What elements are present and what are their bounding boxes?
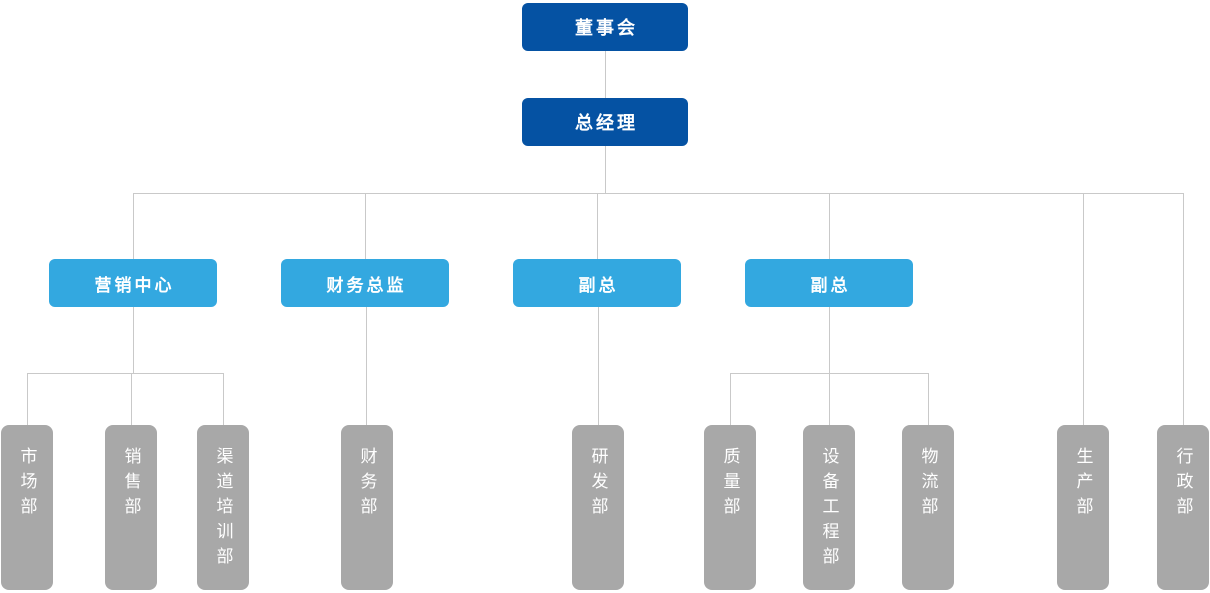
- node-dept-channel-training: 渠道培训部: [197, 425, 249, 590]
- node-dept-equipment-engineering: 设备工程部: [803, 425, 855, 590]
- connector-line: [829, 307, 830, 373]
- node-dept-production: 生产部: [1057, 425, 1109, 590]
- node-marketing-center: 营销中心: [49, 259, 217, 307]
- node-dept-rnd-label: 研发部: [588, 447, 608, 522]
- node-general-manager-label: 总经理: [575, 113, 638, 133]
- connector-line: [365, 193, 366, 259]
- node-dept-quality: 质量部: [704, 425, 756, 590]
- node-dept-production-label: 生产部: [1073, 447, 1093, 522]
- node-general-manager: 总经理: [522, 98, 688, 146]
- connector-line: [1083, 193, 1084, 425]
- node-vp-1-label: 副总: [578, 275, 619, 295]
- connector-line: [829, 193, 830, 259]
- connector-line: [730, 373, 731, 425]
- node-vp-2-label: 副总: [810, 275, 851, 295]
- node-board: 董事会: [522, 3, 688, 51]
- node-dept-sales-label: 销售部: [121, 447, 141, 522]
- connector-line: [605, 51, 606, 98]
- node-dept-sales: 销售部: [105, 425, 157, 590]
- node-vp-1: 副总: [513, 259, 681, 307]
- connector-line: [605, 146, 606, 193]
- connector-line: [27, 373, 223, 374]
- node-dept-equipment-engineering-label: 设备工程部: [819, 447, 839, 572]
- node-finance-director-label: 财务总监: [326, 275, 407, 295]
- node-vp-2: 副总: [745, 259, 913, 307]
- connector-line: [928, 373, 929, 425]
- connector-line: [27, 373, 28, 425]
- node-finance-director: 财务总监: [281, 259, 449, 307]
- connector-line: [223, 373, 224, 425]
- connector-line: [598, 307, 599, 425]
- node-dept-logistics-label: 物流部: [918, 447, 938, 522]
- node-dept-administration-label: 行政部: [1173, 447, 1193, 522]
- node-dept-rnd: 研发部: [572, 425, 624, 590]
- node-dept-logistics: 物流部: [902, 425, 954, 590]
- connector-line: [131, 373, 132, 425]
- node-dept-market-label: 市场部: [17, 447, 37, 522]
- node-dept-market: 市场部: [1, 425, 53, 590]
- node-dept-finance: 财务部: [341, 425, 393, 590]
- node-board-label: 董事会: [575, 18, 638, 38]
- node-dept-administration: 行政部: [1157, 425, 1209, 590]
- connector-line: [133, 193, 134, 259]
- node-marketing-center-label: 营销中心: [94, 275, 175, 295]
- connector-line: [829, 373, 830, 425]
- connector-line: [133, 307, 134, 373]
- connector-line: [133, 193, 1183, 194]
- connector-line: [597, 193, 598, 259]
- connector-line: [366, 307, 367, 425]
- node-dept-finance-label: 财务部: [357, 447, 377, 522]
- node-dept-channel-training-label: 渠道培训部: [213, 447, 233, 572]
- connector-line: [1183, 193, 1184, 425]
- node-dept-quality-label: 质量部: [720, 447, 740, 522]
